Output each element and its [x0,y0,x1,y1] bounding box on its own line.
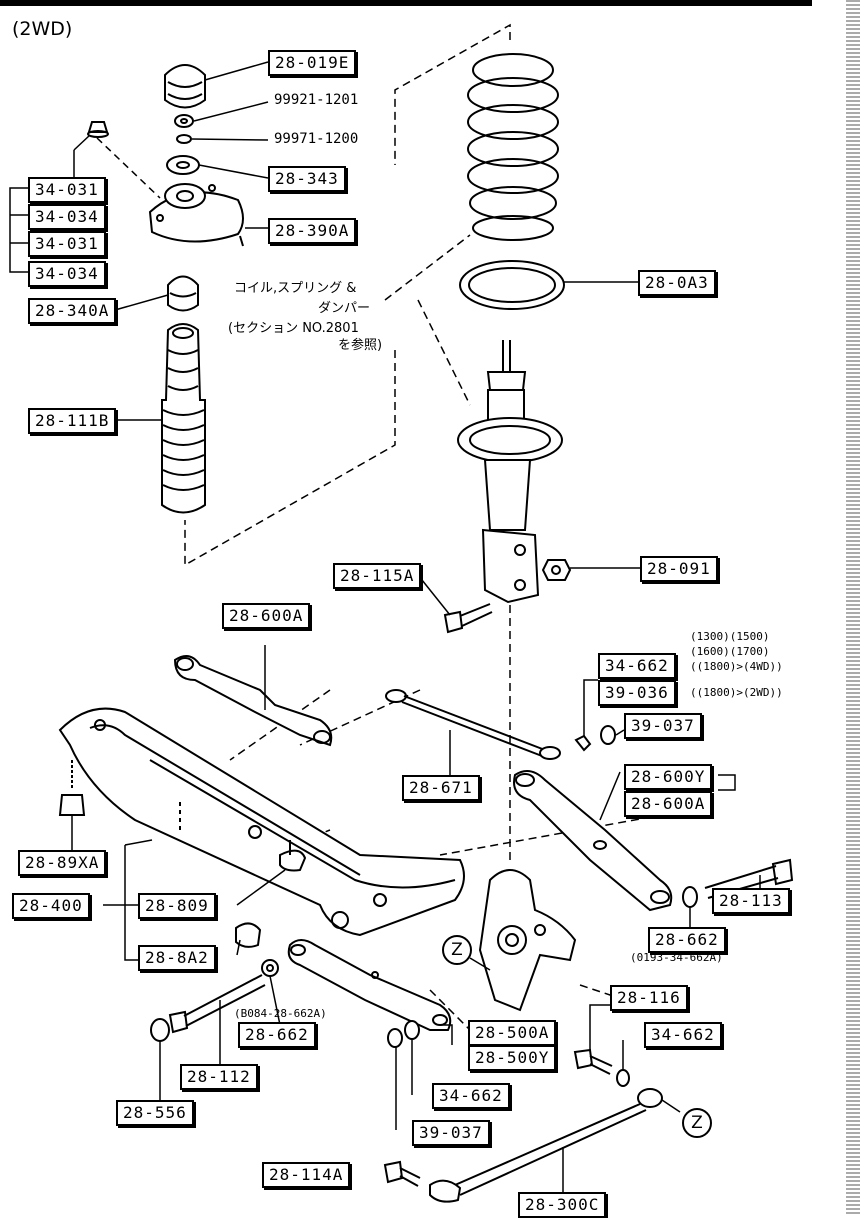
engine-note-line1: (1300)(1500) [690,630,770,643]
bolt-28-114A-drawing [383,1160,421,1187]
bolt-28-115A-drawing [443,603,493,634]
callout-28-671[interactable]: 28-671 [402,775,480,801]
callout-28-600Y[interactable]: 28-600Y [624,764,713,790]
callout-28-019E[interactable]: 28-019E [268,50,357,76]
reference-mark-z-right[interactable]: Z [682,1108,712,1138]
knuckle-drawing [478,869,577,1012]
callout-28-8A2[interactable]: 28-8A2 [138,945,216,971]
callout-28-500Y[interactable]: 28-500Y [468,1045,557,1071]
callout-28-89XA[interactable]: 28-89XA [18,850,107,876]
callout-34-031-b[interactable]: 34-031 [28,231,106,257]
cap-28-556-drawing [150,1018,170,1042]
callout-28-600A-mid[interactable]: 28-600A [624,791,713,817]
callout-34-034-b[interactable]: 34-034 [28,261,106,287]
variant-label: (2WD) [12,18,73,40]
crossmember-28-400-drawing [58,707,465,937]
callout-39-036[interactable]: 39-036 [598,680,676,706]
lower-arm-28-600Y-drawing [513,770,673,912]
callout-39-037-top[interactable]: 39-037 [624,713,702,739]
callout-28-113[interactable]: 28-113 [712,888,790,914]
engine-note-line3: ((1800)>(4WD)) [690,660,783,673]
reference-mark-z-left[interactable]: Z [442,935,472,965]
callout-28-343[interactable]: 28-343 [268,166,346,192]
callout-28-114A[interactable]: 28-114A [262,1162,351,1188]
callout-28-091[interactable]: 28-091 [640,556,718,582]
bump-stop-drawing [167,275,199,312]
part-note-0193: (0193-34-662A) [630,951,723,964]
trailing-link-28-300C-drawing [429,1088,681,1203]
flange-nut-drawing [87,121,109,138]
coil-note-line1: コイル,スプリング & [234,281,357,296]
bolt-28-89XA-drawing [58,760,86,816]
callout-34-662-bottom[interactable]: 34-662 [432,1083,510,1109]
washer-28-662-left-drawing [261,959,279,977]
coil-spring-drawing [467,53,559,241]
callout-28-112[interactable]: 28-112 [180,1064,258,1090]
bushing-28-8A2-drawing [235,922,262,948]
callout-28-662-left[interactable]: 28-662 [238,1022,316,1048]
bolt-28-112-drawing [168,974,266,1065]
callout-28-809[interactable]: 28-809 [138,893,216,919]
callout-28-115A[interactable]: 28-115A [333,563,422,589]
callout-34-662-top[interactable]: 34-662 [598,653,676,679]
engine-note-line2: (1600)(1700) [690,645,770,658]
callout-28-500A[interactable]: 28-500A [468,1020,557,1046]
part-note-b084: (B084-28-662A) [234,1007,327,1020]
callout-28-600A-top[interactable]: 28-600A [222,603,311,629]
spring-seat-drawing [459,260,565,310]
callout-34-031-a[interactable]: 34-031 [28,177,106,203]
callout-28-116[interactable]: 28-116 [610,985,688,1011]
callout-28-400[interactable]: 28-400 [12,893,90,919]
callout-28-111B[interactable]: 28-111B [28,408,117,434]
callout-28-0A3[interactable]: 28-0A3 [638,270,716,296]
upper-link-28-600A-drawing [173,645,333,747]
damper-strut-drawing [457,340,563,604]
washers-top-right-drawing [574,679,616,752]
page-edge [846,0,860,1214]
dust-boot-drawing [161,323,206,514]
washer-28-662-drawing [682,886,698,908]
callout-39-037-bottom[interactable]: 39-037 [412,1120,490,1146]
part-number-99971: 99971-1200 [274,131,359,147]
upper-mount-plate-drawing [148,183,244,247]
leader-lines [71,61,736,1045]
callout-28-556[interactable]: 28-556 [116,1100,194,1126]
nut-28-091-drawing [541,559,572,581]
coil-note-line4: を参照) [338,338,383,353]
callout-28-662-right[interactable]: 28-662 [648,927,726,953]
top-rule [0,0,812,6]
mount-28-809-drawing [279,840,307,872]
coil-note-line3: (セクション NO.2801 [228,321,359,336]
callout-34-034-a[interactable]: 34-034 [28,204,106,230]
engine-note-line4: ((1800)>(2WD)) [690,686,783,699]
part-number-99921: 99921-1201 [274,92,359,108]
coil-note-line2: ダンパー [318,301,371,316]
callout-28-300C[interactable]: 28-300C [518,1192,607,1218]
callout-34-662-right[interactable]: 34-662 [644,1022,722,1048]
washer-34-662-right-drawing [616,1069,630,1087]
seat-drawing [166,155,200,175]
callout-28-340A[interactable]: 28-340A [28,298,117,324]
bolt-28-116-drawing [573,1004,613,1075]
lateral-rod-28-671-drawing [385,689,561,785]
washers-bottom-drawing [387,1020,420,1130]
callout-28-390A[interactable]: 28-390A [268,218,357,244]
mount-rubber-drawing [164,64,206,109]
nut-washer-drawing [174,114,194,144]
